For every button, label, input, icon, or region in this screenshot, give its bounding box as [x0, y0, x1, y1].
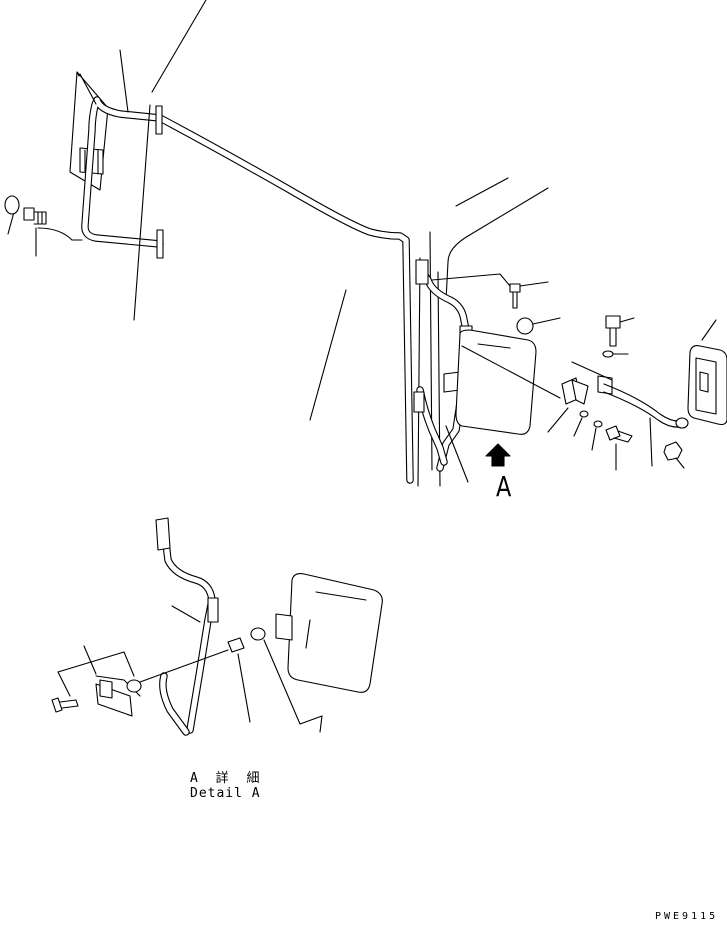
washer	[4, 195, 20, 215]
upper-mirror-stay	[7, 0, 414, 484]
mirror-far-right	[687, 319, 727, 426]
flange-lower	[156, 229, 164, 259]
detail-title-en: Detail A	[190, 786, 261, 801]
left-fasteners	[4, 195, 47, 225]
exploded-hardware	[509, 281, 689, 471]
mirror-right	[455, 329, 537, 435]
right-mirror-stay	[413, 259, 561, 483]
callout-label: A	[496, 470, 512, 503]
flange-upper	[155, 105, 163, 135]
drawing-code: PWE9115	[655, 911, 719, 922]
arrow-up-icon	[485, 443, 511, 467]
detail-a-view	[51, 517, 383, 736]
bolt-head	[23, 207, 35, 221]
detail-title-jp: A 詳 細	[190, 771, 265, 786]
